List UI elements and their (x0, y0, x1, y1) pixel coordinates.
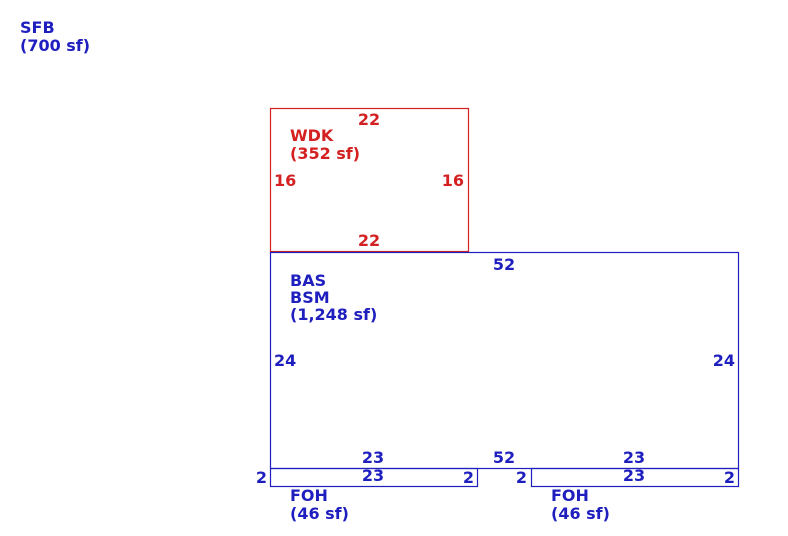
foh-left-outline (269, 467, 479, 488)
bas-dim-left: 24 (274, 351, 296, 370)
foh-right-dim-right: 2 (724, 468, 735, 487)
foh-left-dim-bottom: 23 (362, 466, 384, 485)
bas-dim-top: 52 (493, 255, 515, 274)
bas-outline (269, 251, 740, 470)
bas-code-label: BAS (290, 271, 326, 290)
foh-right-code-label: FOH (551, 486, 589, 505)
bas-dim-right: 24 (713, 351, 735, 370)
wdk-dim-left: 16 (274, 171, 296, 190)
foh-right-dim-bottom: 23 (623, 466, 645, 485)
sfb-code-label: SFB (20, 18, 55, 37)
sfb-area-label: (700 sf) (20, 36, 90, 55)
wdk-code-label: WDK (290, 126, 334, 145)
wdk-outline (269, 107, 470, 253)
bas-area-label: (1,248 sf) (290, 305, 377, 324)
wdk-dim-bottom: 22 (358, 231, 380, 250)
wdk-dim-right: 16 (442, 171, 464, 190)
wdk-dim-top: 22 (358, 110, 380, 129)
foh-left-area-label: (46 sf) (290, 504, 349, 523)
foh-right-area-label: (46 sf) (551, 504, 610, 523)
bsm-code-label: BSM (290, 288, 330, 307)
foh-left-dim-right: 2 (463, 468, 474, 487)
foh-left-code-label: FOH (290, 486, 328, 505)
foh-right-dim-top: 23 (623, 448, 645, 467)
foh-right-outline (530, 467, 740, 488)
foh-left-dim-left: 2 (256, 468, 267, 487)
foh-left-dim-top: 23 (362, 448, 384, 467)
foh-right-dim-left: 2 (516, 468, 527, 487)
wdk-area-label: (352 sf) (290, 144, 360, 163)
bas-dim-bottom: 52 (493, 448, 515, 467)
